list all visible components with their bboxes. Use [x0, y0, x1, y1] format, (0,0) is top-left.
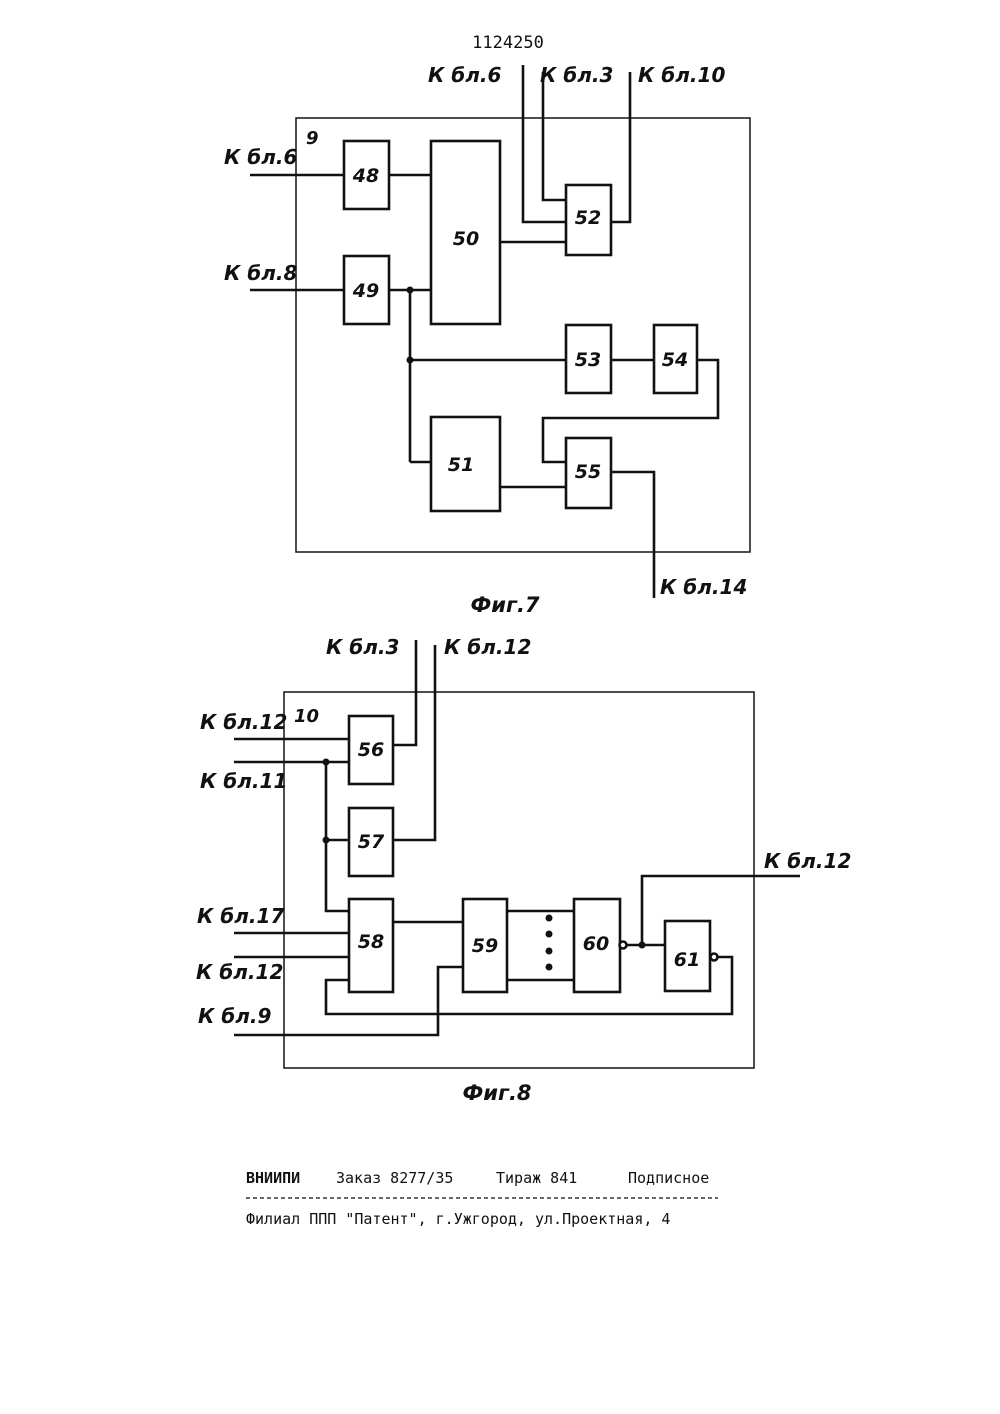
fig7-label-left-bl8: К бл.8 — [224, 261, 298, 285]
block-61-label: 61 — [674, 949, 700, 971]
fig7-label-top-bl3: К бл.3 — [540, 63, 613, 87]
fig8-label-left-bl17: К бл.17 — [197, 904, 284, 928]
junction-dot — [407, 357, 414, 364]
fig7-label-top-bl10: К бл.10 — [638, 63, 725, 87]
block-57-label: 57 — [358, 831, 385, 853]
ellipsis-dots — [546, 915, 553, 971]
block-58-label: 58 — [358, 931, 384, 953]
inverter-bubble — [620, 942, 627, 949]
fig8-label-left-bl12-b: К бл.12 — [196, 960, 283, 984]
fig7-label-top-bl6: К бл.6 — [428, 63, 502, 87]
fig7-diagram: 9 48 49 50 51 — [224, 63, 750, 617]
fig8-label-left-bl12-a: К бл.12 — [200, 710, 287, 734]
block-51-label: 51 — [448, 454, 474, 476]
fig8-label-left-bl11: К бл.11 — [200, 769, 287, 793]
block-48-label: 48 — [352, 165, 379, 187]
patent-number: 1124250 — [472, 33, 544, 53]
fig7-frame-number: 9 — [306, 128, 319, 149]
junction-dot — [407, 287, 414, 294]
block-55-label: 55 — [575, 461, 601, 483]
imprint-footer: ВНИИПИ Заказ 8277/35 Тираж 841 Подписное… — [246, 1169, 718, 1228]
block-56-label: 56 — [358, 739, 384, 761]
footer-order: Заказ 8277/35 — [336, 1169, 453, 1187]
junction-dot — [323, 837, 330, 844]
block-49-label: 49 — [352, 280, 379, 302]
block-54-label: 54 — [662, 349, 688, 371]
fig7-label-left-bl6: К бл.6 — [224, 145, 298, 169]
footer-circulation: Тираж 841 — [496, 1169, 577, 1187]
fig8-label-left-bl9: К бл.9 — [198, 1004, 272, 1028]
fig8-label-top-bl12: К бл.12 — [444, 635, 531, 659]
block-52-label: 52 — [575, 207, 601, 229]
fig7-caption: Фиг.7 — [470, 593, 539, 617]
junction-dot — [639, 942, 646, 949]
fig8-label-right-bl12: К бл.12 — [764, 849, 851, 873]
fig8-diagram: 10 56 57 58 59 — [196, 635, 851, 1105]
block-53-label: 53 — [575, 349, 601, 371]
fig8-wires — [234, 640, 800, 1035]
footer-subscription: Подписное — [628, 1169, 709, 1187]
block-60-label: 60 — [583, 933, 609, 955]
fig8-label-top-bl3: К бл.3 — [326, 635, 399, 659]
footer-branch: Филиал ППП "Патент", г.Ужгород, ул.Проек… — [246, 1210, 670, 1228]
fig7-label-bottom-bl14: К бл.14 — [660, 575, 747, 599]
fig8-frame-number: 10 — [294, 706, 319, 727]
junction-dot — [323, 759, 330, 766]
footer-org: ВНИИПИ — [246, 1169, 300, 1187]
inverter-bubble — [711, 954, 718, 961]
fig8-caption: Фиг.8 — [462, 1081, 531, 1105]
block-59-label: 59 — [472, 935, 498, 957]
block-50-label: 50 — [453, 228, 479, 250]
